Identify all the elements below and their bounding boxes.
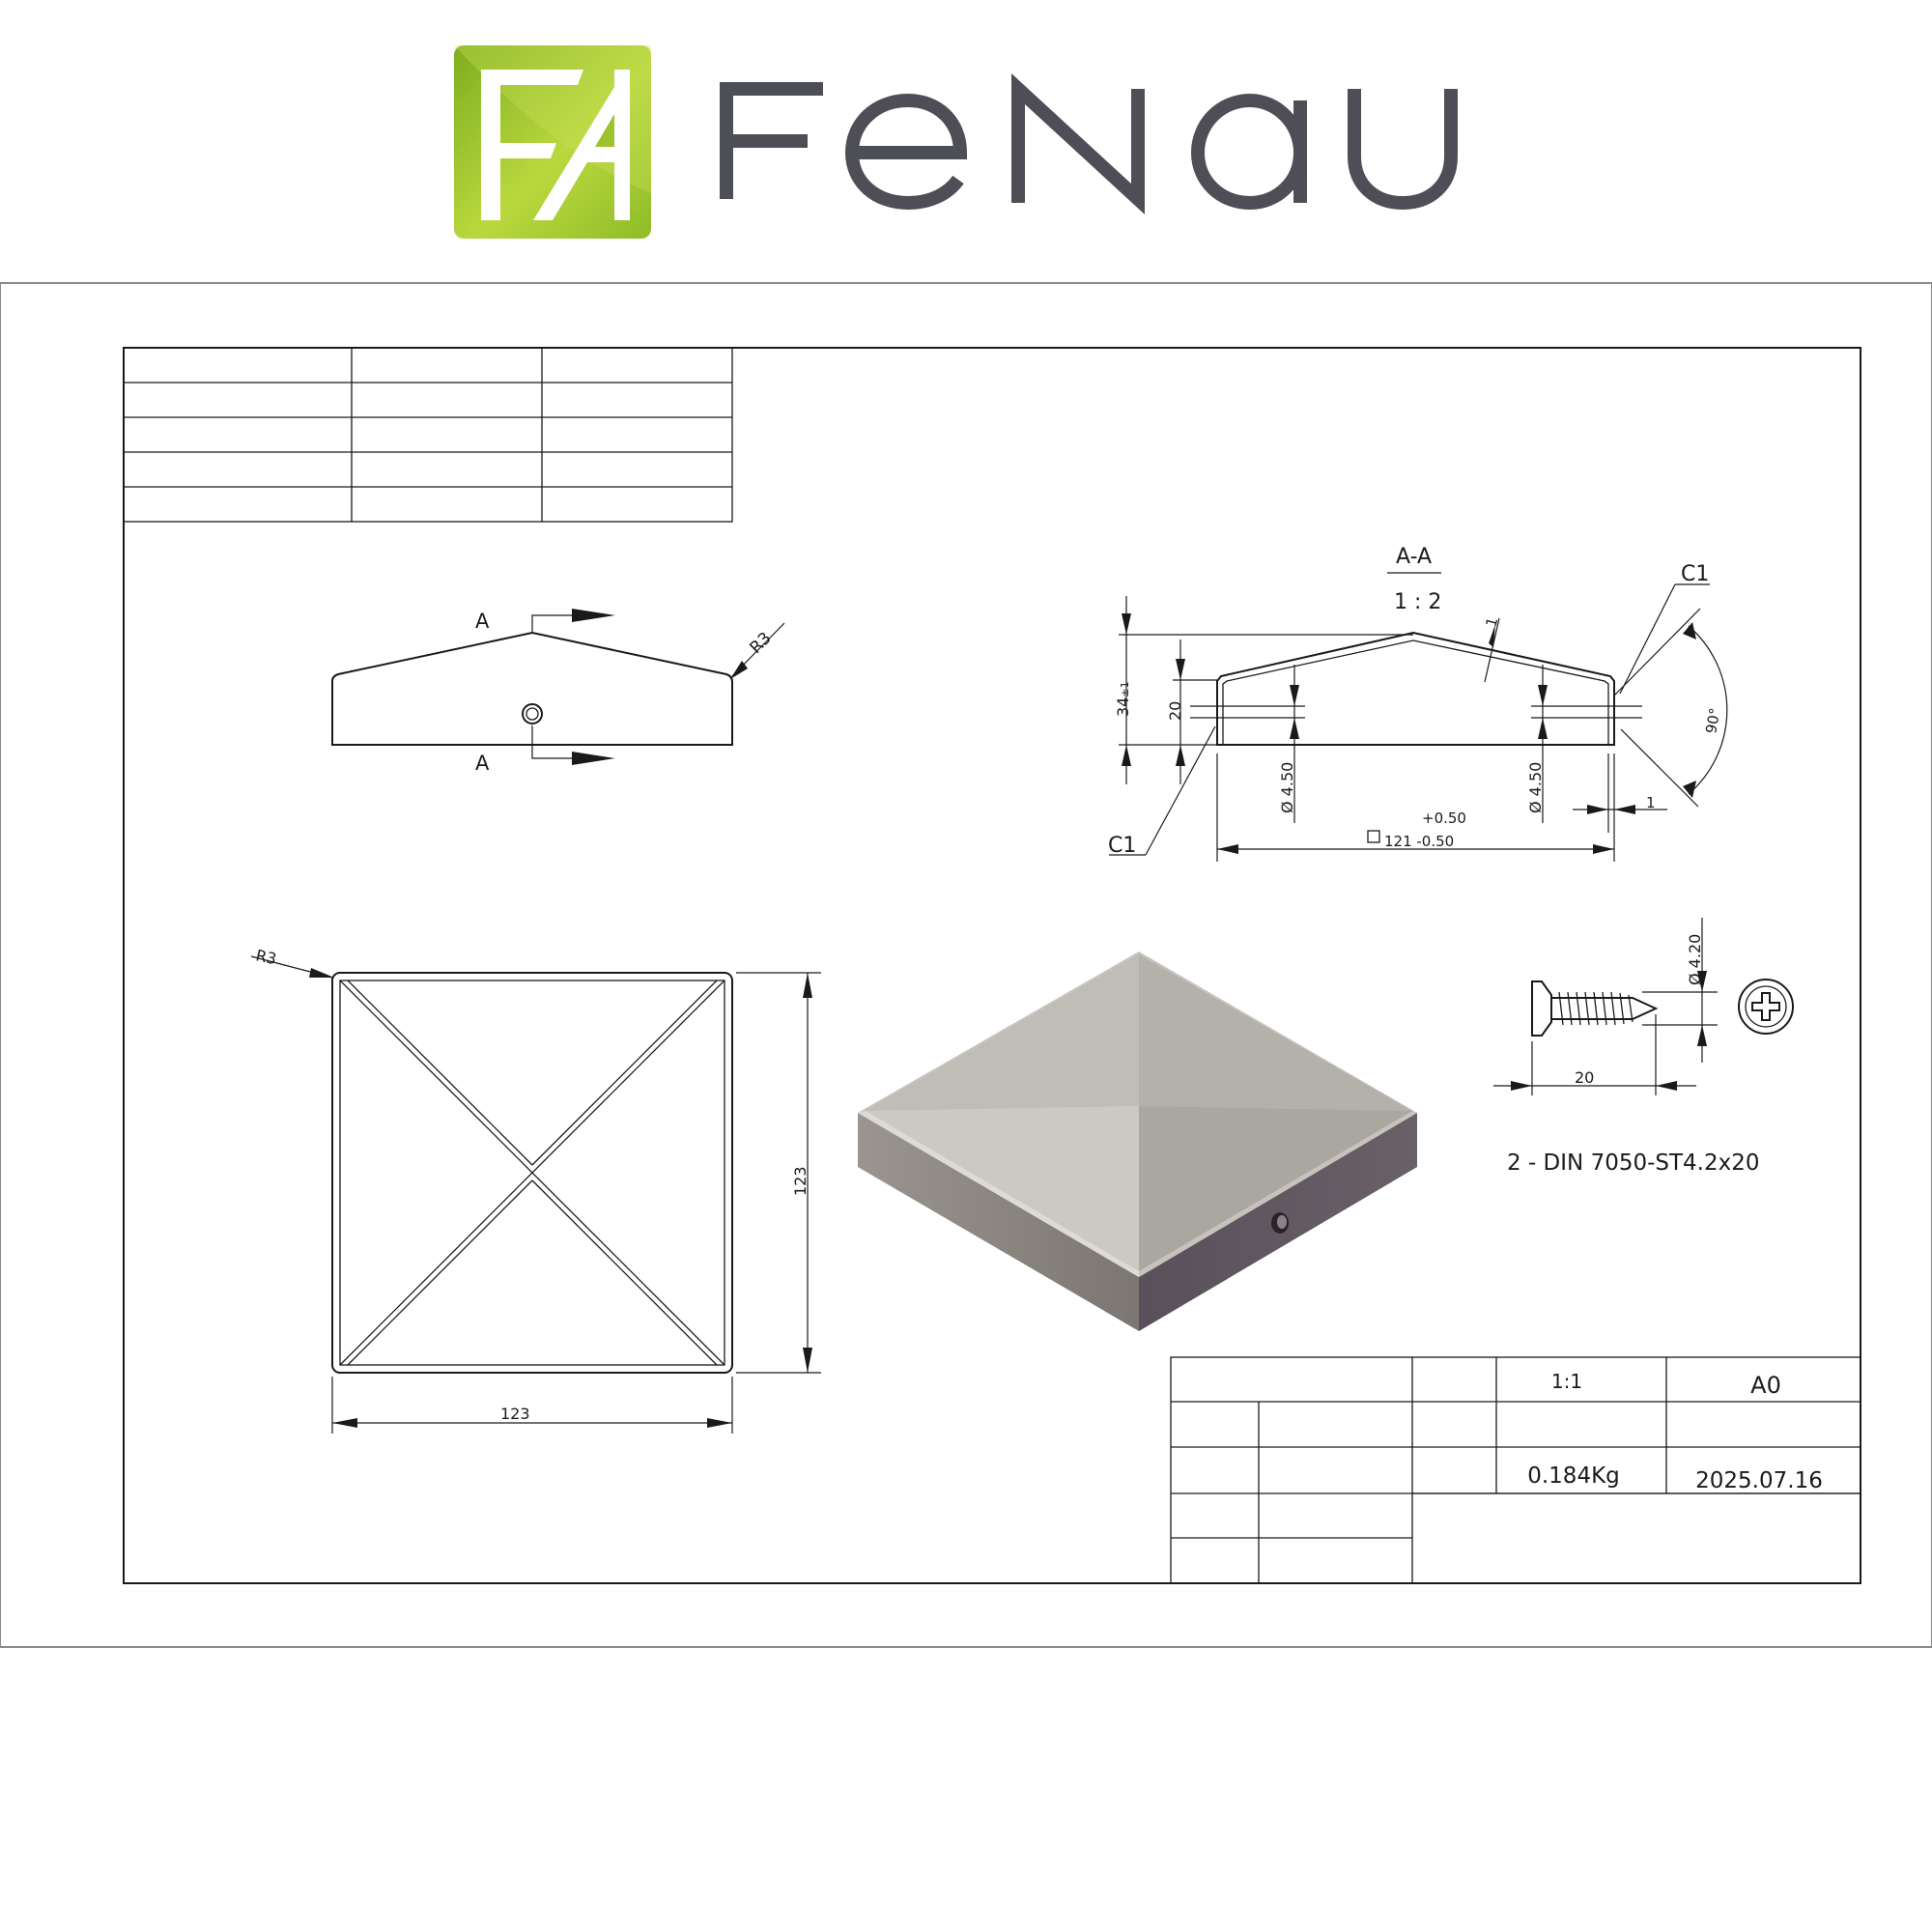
drawing-border xyxy=(123,347,1861,1584)
title-block: 1:1 A0 0.184Kg 2025.07.16 xyxy=(1170,1356,1861,1584)
section-label-bottom: A xyxy=(475,752,490,775)
section-scale: 1 : 2 xyxy=(1394,590,1441,614)
brand-logo xyxy=(454,45,1458,239)
thickness-dimension: 1 xyxy=(1482,615,1501,629)
screw-length-label: 20 xyxy=(1575,1068,1594,1087)
top-height-label: 123 xyxy=(791,1166,810,1196)
revision-table xyxy=(123,347,733,523)
title-date: 2025.07.16 xyxy=(1695,1468,1823,1493)
front-radius-label: R3 xyxy=(747,629,776,658)
screw-caption: 2 - DIN 7050-ST4.2x20 xyxy=(1507,1151,1760,1176)
section-title: A-A xyxy=(1396,545,1432,569)
hole-right-dimension: Ø 4.50 xyxy=(1526,762,1545,813)
top-width-label: 123 xyxy=(500,1405,530,1423)
logo-wordmark xyxy=(720,73,1458,214)
hole-left-dimension: Ø 4.50 xyxy=(1278,762,1296,813)
top-radius-label: R3 xyxy=(254,946,278,968)
height-dimension: 34±1 xyxy=(1114,681,1132,717)
width-tolerance: +0.50 xyxy=(1422,810,1466,827)
chamfer-bottom-label: C1 xyxy=(1108,834,1136,858)
title-scale: 1:1 xyxy=(1551,1370,1582,1393)
inner-height-dimension: 20 xyxy=(1166,701,1184,721)
width-dimension: 121 -0.50 xyxy=(1384,833,1454,850)
front-view: A A R3 xyxy=(331,609,785,775)
wall-dimension: 1 xyxy=(1646,794,1656,811)
outer-frame xyxy=(0,282,1932,1648)
top-view: R3 123 123 xyxy=(250,946,821,1434)
logo-mark-icon xyxy=(454,45,651,239)
phillips-head-icon xyxy=(1738,979,1794,1035)
section-view: A-A 1 : 2 34±1 20 1 Ø xyxy=(1108,545,1728,862)
title-sheet-size: A0 xyxy=(1750,1372,1781,1399)
screw-diameter-label: Ø 4.20 xyxy=(1686,934,1704,985)
chamfer-top-label: C1 xyxy=(1681,562,1709,586)
square-symbol-icon xyxy=(1367,830,1380,843)
section-label-top: A xyxy=(475,610,490,633)
title-weight: 0.184Kg xyxy=(1527,1463,1620,1489)
post-cap-3d-render xyxy=(858,952,1417,1331)
screw-detail: Ø 4.20 20 2 - DIN 7050-ST4.2x20 xyxy=(1493,918,1794,1176)
angle-dimension: 90° xyxy=(1702,706,1723,734)
